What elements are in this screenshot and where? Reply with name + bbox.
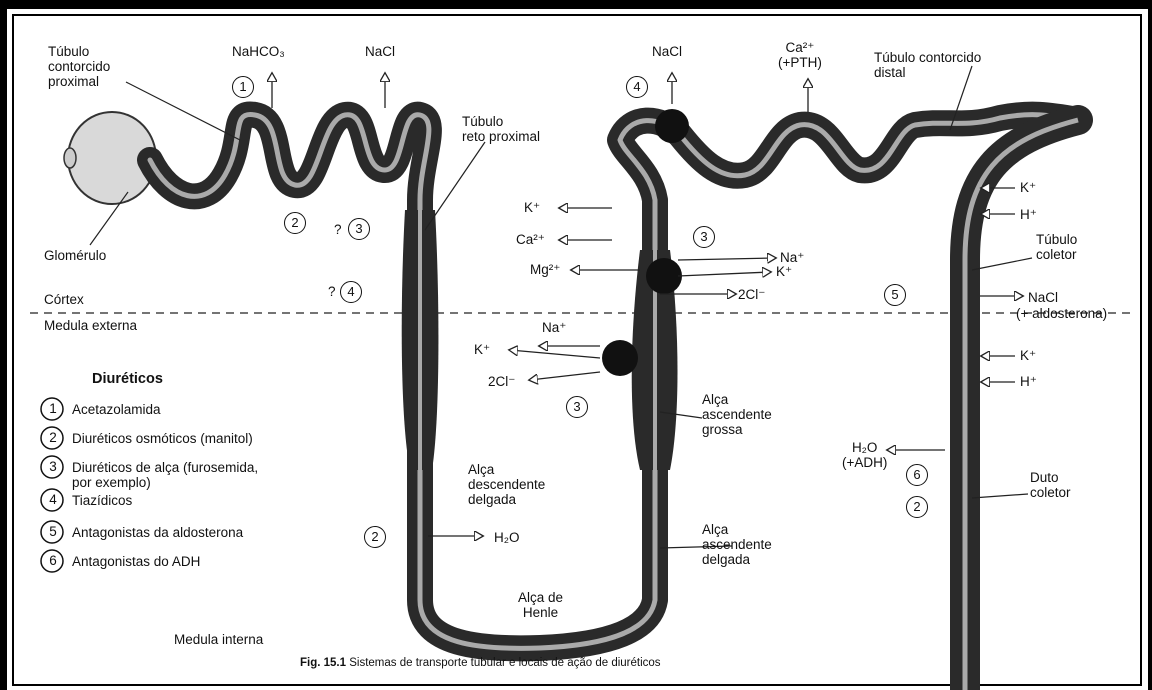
label-alca-descendente-delgada: Alça descendente delgada (468, 462, 545, 507)
label-alca-ascendente-delgada: Alça ascendente delgada (702, 522, 772, 567)
site-marker-6: 6 (906, 464, 928, 486)
proximal-tubule (150, 114, 1078, 648)
label-duto-coletor: Duto coletor (1030, 470, 1071, 500)
legend-num-4: 4 (48, 492, 58, 507)
caption-fig-number: Fig. 15.1 (300, 657, 346, 669)
label-na-1: Na⁺ (780, 250, 804, 265)
legend-item-2: Diuréticos osmóticos (manitol) (72, 431, 253, 446)
site-marker-2a: 2 (284, 212, 306, 234)
caption-text: Sistemas de transporte tubular e locais … (346, 657, 661, 669)
label-tubulo-contorcido-proximal: Túbulo contorcido proximal (48, 44, 110, 89)
label-tubulo-coletor: Túbulo coletor (1036, 232, 1077, 262)
label-glomerulo: Glomérulo (44, 248, 106, 263)
legend-num-3: 3 (48, 459, 58, 474)
label-nacl-1: NaCl (365, 44, 395, 59)
label-alca-ascendente-grossa: Alça ascendente grossa (702, 392, 772, 437)
label-k-5: K⁺ (1020, 348, 1036, 363)
collecting-duct (965, 120, 1078, 690)
label-tubulo-reto-proximal: Túbulo reto proximal (462, 114, 540, 144)
figure-caption: Fig. 15.1 Sistemas de transporte tubular… (300, 656, 661, 671)
label-nacl-3: NaCl (1028, 290, 1058, 305)
thick-segments (402, 210, 678, 470)
label-ca2: Ca²⁺ (516, 232, 545, 247)
question-mark-1: ? (334, 222, 342, 237)
legend-num-1: 1 (48, 401, 58, 416)
label-k-4: K⁺ (1020, 180, 1036, 195)
label-alca-de-henle: Alça de Henle (518, 590, 563, 620)
label-nahco3: NaHCO₃ (232, 44, 285, 59)
label-medula-externa: Medula externa (44, 318, 137, 333)
legend-num-2: 2 (48, 430, 58, 445)
legend-title: Diuréticos (92, 372, 163, 387)
site-marker-1: 1 (232, 76, 254, 98)
site-marker-4b: 4 (626, 76, 648, 98)
site-marker-4a: 4 (340, 281, 362, 303)
label-h-1: H⁺ (1020, 207, 1037, 222)
label-na-2: Na⁺ (542, 320, 566, 335)
label-h2o-1: H₂O (494, 530, 520, 545)
legend-item-1: Acetazolamida (72, 402, 161, 417)
label-cortex: Córtex (44, 292, 84, 307)
label-cl-1: 2Cl⁻ (738, 287, 765, 302)
label-mg2: Mg²⁺ (530, 262, 560, 277)
site-marker-3c: 3 (566, 396, 588, 418)
legend-markers (41, 398, 63, 572)
site-marker-5: 5 (884, 284, 906, 306)
legend-item-5: Antagonistas da aldosterona (72, 525, 243, 540)
label-k-2: K⁺ (776, 264, 792, 279)
label-nacl-2: NaCl (652, 44, 682, 59)
question-mark-2: ? (328, 284, 336, 299)
legend-num-6: 6 (48, 553, 58, 568)
label-ca-pth: Ca²⁺ (+PTH) (778, 40, 822, 70)
legend-num-5: 5 (48, 524, 58, 539)
label-k-3: K⁺ (474, 342, 490, 357)
site-marker-3a: 3 (348, 218, 370, 240)
label-medula-interna: Medula interna (174, 632, 263, 647)
legend-item-3: Diuréticos de alça (furosemida, por exem… (72, 460, 258, 490)
site-marker-3b: 3 (693, 226, 715, 248)
label-aldosterona: (+ aldosterona) (1016, 306, 1107, 321)
site-marker-2b: 2 (906, 496, 928, 518)
label-h2o-adh: H₂O (+ADH) (842, 440, 887, 470)
legend-item-4: Tiazídicos (72, 493, 132, 508)
label-cl-2: 2Cl⁻ (488, 374, 515, 389)
label-h-2: H⁺ (1020, 374, 1037, 389)
label-tubulo-contorcido-distal: Túbulo contorcido distal (874, 50, 981, 80)
site-marker-2c: 2 (364, 526, 386, 548)
label-k-1: K⁺ (524, 200, 540, 215)
legend-item-6: Antagonistas do ADH (72, 554, 200, 569)
